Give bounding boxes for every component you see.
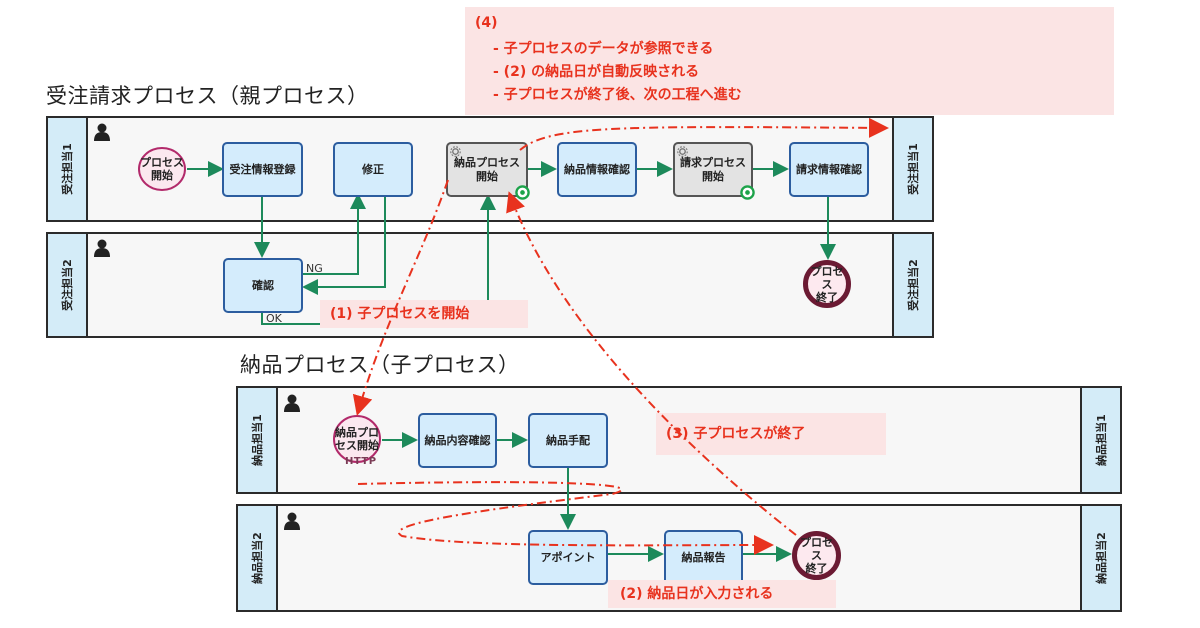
user-icon — [94, 239, 110, 257]
task-delivery-content-confirm[interactable]: 納品内容確認 — [418, 413, 497, 468]
user-icon — [94, 123, 110, 141]
parent-lane-2-header-left: 受注担当2 — [48, 234, 88, 336]
relation-date-input-path — [357, 481, 774, 556]
ng-label: NG — [306, 262, 323, 275]
task-billing-confirm[interactable]: 請求情報確認 — [789, 142, 869, 197]
relation-sub-to-next — [519, 117, 889, 151]
child-lane-1-header-right: 納品担当1 — [1080, 388, 1120, 492]
relation-child-end-to-sub — [506, 191, 797, 536]
annotation-3: (3) 子プロセスが終了 — [656, 413, 886, 455]
parent-start-event[interactable]: プロセス 開始 — [138, 147, 186, 191]
note-4: (4) - 子プロセスのデータが参照できる - (2) の納品日が自動反映される… — [465, 7, 1114, 115]
task-appoint[interactable]: アポイント — [528, 530, 608, 585]
child-lane-2-header-left: 納品担当2 — [238, 506, 278, 610]
http-tag: HTTP — [345, 456, 377, 467]
child-lane-2-header-right: 納品担当2 — [1080, 506, 1120, 610]
subprocess-marker-icon — [740, 185, 755, 200]
child-end-event[interactable]: プロセス 終了 — [792, 531, 841, 580]
parent-end-event[interactable]: プロセス 終了 — [803, 260, 851, 308]
annotation-2: (2) 納品日が入力される — [608, 580, 836, 608]
sub-process-start-label: 納品プロセス 開始 — [454, 155, 520, 183]
user-icon — [284, 394, 300, 412]
user-icon — [284, 512, 300, 530]
task-fix[interactable]: 修正 — [333, 142, 413, 197]
task-billing-process-start[interactable]: 請求プロセス 開始 — [673, 142, 755, 200]
flow-fix-to-check — [302, 196, 386, 295]
annotation-1: (1) 子プロセスを開始 — [320, 300, 528, 328]
gear-icon — [450, 146, 461, 157]
task-check[interactable]: 確認 — [223, 258, 303, 313]
child-start-event[interactable]: 納品プロ セス開始 — [333, 415, 381, 463]
parent-lane-2-header-right: 受注担当2 — [892, 234, 932, 336]
ok-label: OK — [266, 312, 282, 325]
task-order-register[interactable]: 受注情報登録 — [222, 142, 303, 197]
note-4-line-1: - 子プロセスのデータが参照できる — [493, 41, 714, 57]
gear-icon — [677, 146, 688, 157]
parent-process-title: 受注請求プロセス（親プロセス） — [46, 84, 369, 108]
task-delivery-arrange[interactable]: 納品手配 — [528, 413, 608, 468]
relation-sub-start-to-child — [352, 179, 449, 416]
parent-lane-1-header-right: 受注担当1 — [892, 118, 932, 220]
task-delivery-confirm[interactable]: 納品情報確認 — [557, 142, 637, 197]
child-lane-1-header-left: 納品担当1 — [238, 388, 278, 492]
note-4-heading: (4) — [475, 15, 498, 31]
parent-lane-2: 受注担当2 受注担当2 — [46, 232, 934, 338]
parent-lane-1-header-left: 受注担当1 — [48, 118, 88, 220]
billing-process-start-label: 請求プロセス 開始 — [680, 155, 746, 183]
note-4-line-3: - 子プロセスが終了後、次の工程へ進む — [493, 87, 742, 103]
flow-check-ng-to-fix — [301, 193, 366, 275]
note-4-line-2: - (2) の納品日が自動反映される — [493, 64, 700, 80]
child-process-title: 納品プロセス（子プロセス） — [240, 353, 520, 377]
